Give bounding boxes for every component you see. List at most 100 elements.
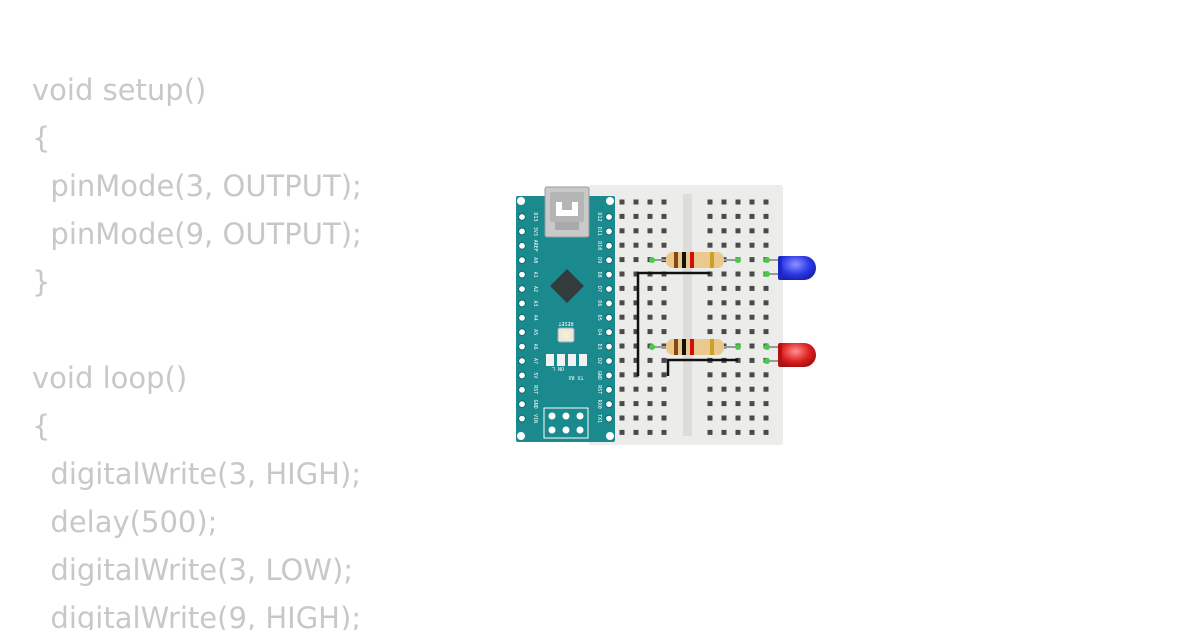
nano-pin-label: D3 [596, 344, 602, 350]
reset-label: RESET [558, 320, 573, 326]
nano-pin-label: RX0 [596, 400, 602, 409]
breadboard-hole [749, 285, 755, 291]
breadboard-hole [763, 314, 769, 320]
txrx-label: TX RX [568, 374, 583, 380]
breadboard-hole [749, 372, 755, 378]
breadboard-hole [633, 242, 639, 248]
breadboard-center-channel [683, 194, 692, 436]
breadboard-hole [661, 386, 667, 392]
breadboard-hole [763, 401, 769, 407]
code-line: digitalWrite(9, HIGH); [32, 601, 362, 630]
led-blue-pin [764, 271, 770, 277]
resistor-1-pin [649, 257, 655, 263]
resistor-1-band [682, 252, 686, 268]
breadboard-hole [661, 213, 667, 219]
breadboard-hole [763, 415, 769, 421]
breadboard-hole [749, 314, 755, 320]
breadboard-hole [749, 401, 755, 407]
nano-pin [605, 328, 613, 337]
resistor-2 [649, 339, 741, 355]
breadboard-hole [707, 429, 713, 435]
breadboard-hole [763, 285, 769, 291]
breadboard-hole [619, 314, 625, 320]
nano-pin-label: A1 [532, 272, 538, 278]
breadboard-hole [633, 429, 639, 435]
breadboard-hole [647, 300, 653, 306]
code-line: { [32, 121, 51, 155]
breadboard-hole [763, 300, 769, 306]
resistor-2-pin [649, 344, 655, 350]
code-snippet: void setup(){ pinMode(3, OUTPUT); pinMod… [32, 66, 472, 630]
nano-pin [605, 371, 613, 380]
breadboard-hole [721, 386, 727, 392]
breadboard-hole [735, 213, 741, 219]
breadboard-hole [633, 372, 639, 378]
nano-pin-label: D2 [596, 358, 602, 364]
breadboard-hole [749, 300, 755, 306]
resistor-1-band [710, 252, 714, 268]
nano-pin [518, 400, 526, 409]
mount-hole [517, 197, 525, 205]
breadboard-hole [633, 357, 639, 363]
breadboard-hole [647, 357, 653, 363]
resistor-2-body [666, 339, 724, 355]
code-line: pinMode(9, OUTPUT); [32, 217, 362, 251]
nano-pin-label: D11 [596, 227, 602, 236]
nano-pin [518, 241, 526, 250]
breadboard-hole [633, 271, 639, 277]
breadboard-hole [647, 213, 653, 219]
onboard-led-3 [568, 354, 576, 366]
nano-pin [518, 414, 526, 423]
breadboard-hole [619, 429, 625, 435]
nano-pin [605, 299, 613, 308]
breadboard-hole [735, 285, 741, 291]
breadboard-hole [619, 343, 625, 349]
nano-pin-label: A6 [532, 344, 538, 350]
resistor-2-band [710, 339, 714, 355]
nano-pin-headers [518, 213, 613, 423]
breadboard-hole [749, 213, 755, 219]
nano-pin-label: D13 [532, 212, 538, 221]
resistor-2-band [682, 339, 686, 355]
breadboard-hole [721, 314, 727, 320]
nano-pcb [516, 196, 615, 442]
onboard-led-label: ON L [552, 365, 564, 371]
code-line: void setup() [32, 73, 207, 107]
breadboard-hole [619, 386, 625, 392]
breadboard-hole [707, 329, 713, 335]
breadboard-hole [735, 372, 741, 378]
breadboard-hole [721, 285, 727, 291]
breadboard-hole [619, 329, 625, 335]
nano-pin [605, 385, 613, 394]
resistor-1-pin [735, 257, 741, 263]
breadboard-hole [735, 242, 741, 248]
breadboard-hole [661, 199, 667, 205]
breadboard-hole [707, 401, 713, 407]
breadboard-hole [763, 199, 769, 205]
nano-pin-label: A3 [532, 300, 538, 306]
breadboard-hole [721, 415, 727, 421]
arduino-nano-board: RESET ON L TX RX D12D13D113V3D10AREFD9A0… [516, 186, 615, 442]
breadboard-hole [721, 242, 727, 248]
nano-pin-label: A7 [532, 358, 538, 364]
code-line: { [32, 409, 51, 443]
nano-pin-label: GND [596, 371, 602, 380]
breadboard-hole [647, 415, 653, 421]
nano-pin-label: D6 [596, 300, 602, 306]
breadboard-hole [749, 199, 755, 205]
breadboard-holes [619, 199, 769, 435]
nano-pin-label: D4 [596, 329, 602, 335]
nano-pin [518, 285, 526, 293]
nano-pin [605, 213, 613, 221]
breadboard-hole [707, 386, 713, 392]
breadboard-hole [763, 242, 769, 248]
breadboard-hole [749, 242, 755, 248]
breadboard-hole [735, 386, 741, 392]
breadboard-hole [661, 429, 667, 435]
usb-connector-inner [550, 192, 584, 222]
breadboard-hole [619, 199, 625, 205]
nano-pin [605, 241, 613, 250]
nano-pin [605, 270, 613, 279]
breadboard-hole [647, 285, 653, 291]
